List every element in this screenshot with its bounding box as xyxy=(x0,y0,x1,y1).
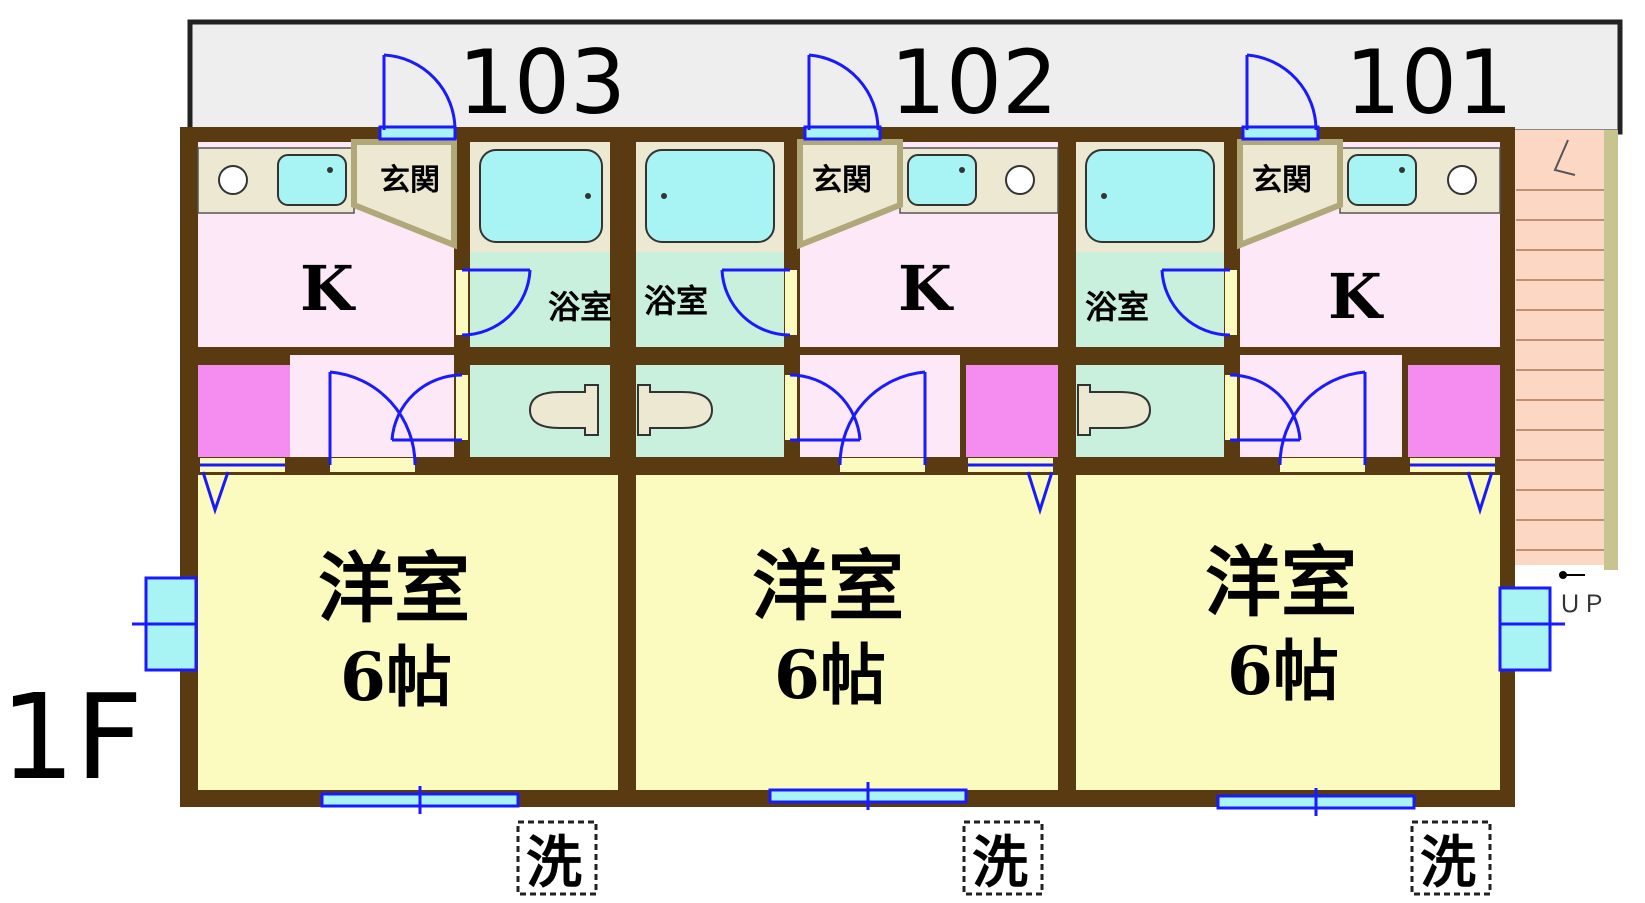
genkan-103 xyxy=(351,139,457,250)
toilet-icon xyxy=(528,384,599,436)
bath-label-101: 浴室 xyxy=(1085,288,1149,326)
sink-icon xyxy=(277,154,347,206)
closet-102 xyxy=(966,365,1058,457)
unit-number-102: 102 xyxy=(890,31,1058,134)
kitchen-label-103: K xyxy=(300,252,356,325)
kitchen-label-101: K xyxy=(1328,260,1384,333)
bath-label-103: 浴室 xyxy=(548,288,612,326)
unit-101 xyxy=(1076,139,1501,790)
room-label-101: 洋室 xyxy=(1205,538,1357,627)
closet-103 xyxy=(198,365,290,457)
interior-doors xyxy=(200,268,1495,515)
room-size-103: 6帖 xyxy=(340,638,452,716)
room-label-103: 洋室 xyxy=(318,544,470,633)
washer-label-101: 洗 xyxy=(1420,830,1476,896)
room-102 xyxy=(636,475,1058,790)
corridor xyxy=(187,19,1623,135)
stove-icon xyxy=(218,165,248,195)
unit-102 xyxy=(636,139,1059,790)
genkan-label-103: 玄関 xyxy=(380,163,440,198)
floor-label: 1F xyxy=(0,668,143,806)
unit-number-101: 101 xyxy=(1345,31,1513,134)
stairs-label: ＵＰ xyxy=(1558,590,1606,618)
genkan-label-102: 玄関 xyxy=(812,163,872,198)
genkan-label-101: 玄関 xyxy=(1252,163,1312,198)
room-101 xyxy=(1076,475,1500,790)
room-size-102: 6帖 xyxy=(774,636,886,714)
genkan-102 xyxy=(797,139,903,250)
bath-label-102: 浴室 xyxy=(644,282,708,320)
stairs xyxy=(1510,130,1618,579)
washer-label-102: 洗 xyxy=(972,830,1028,896)
entry-doors xyxy=(378,53,1320,141)
room-103 xyxy=(198,475,618,790)
genkan-101 xyxy=(1237,139,1343,250)
closet-101 xyxy=(1408,365,1500,457)
washer-boxes xyxy=(516,820,1492,896)
unit-number-103: 103 xyxy=(458,31,626,134)
windows xyxy=(132,576,1565,816)
room-label-102: 洋室 xyxy=(752,542,904,631)
room-size-101: 6帖 xyxy=(1227,632,1339,710)
unit-103 xyxy=(197,139,618,790)
washer-label-103: 洗 xyxy=(526,830,582,896)
kitchen-label-102: K xyxy=(898,252,954,325)
